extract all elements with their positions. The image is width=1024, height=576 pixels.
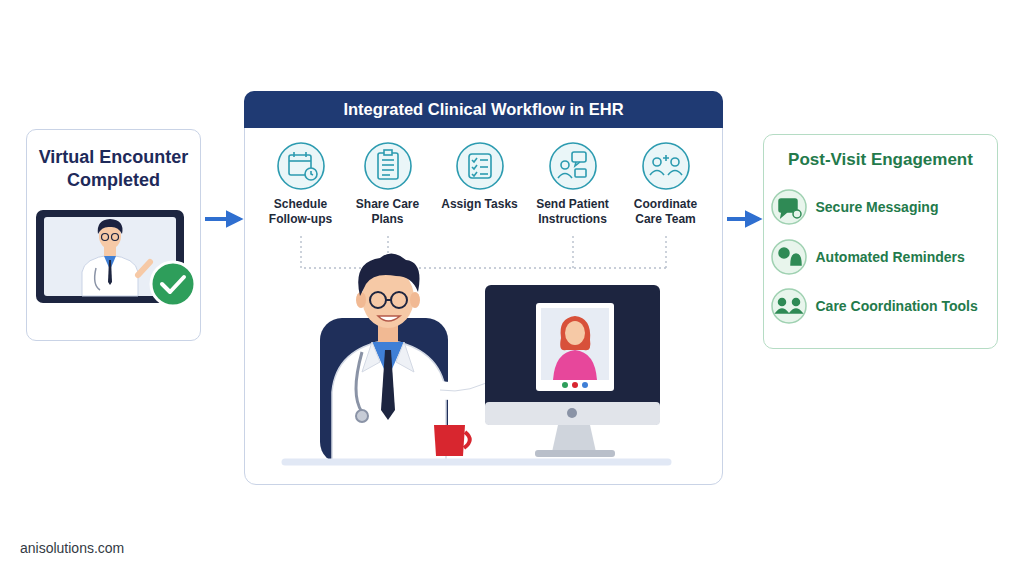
step-label: Care Coordination Tools — [770, 289, 992, 323]
engagement-item: Secure Messaging — [770, 190, 992, 224]
step-label: Share Care Plans — [342, 141, 434, 228]
workflow-step: Schedule Follow-ups — [255, 141, 347, 234]
start-box: Virtual Encounter Completed — [26, 129, 201, 341]
leader-lines — [301, 236, 666, 268]
box-heading: Integrated Clinical Workflow in EHR — [244, 91, 723, 128]
step-label: Schedule Follow-ups — [255, 141, 347, 228]
engagement-item: Automated Reminders — [770, 240, 992, 274]
check-badge — [151, 262, 195, 306]
engagement-item: Care Coordination Tools — [770, 289, 992, 323]
flow-arrow — [205, 217, 240, 221]
step-label: Coordinate Care Team — [620, 141, 712, 228]
workflow-step: Send Patient Instructions — [527, 141, 619, 234]
engagement-box: Post-Visit EngagementSecure MessagingAut… — [763, 134, 998, 349]
flow-arrow — [727, 217, 759, 221]
watermark: anisolutions.com — [20, 540, 124, 556]
step-label: Send Patient Instructions — [527, 141, 619, 228]
workflow-panel: Integrated Clinical Workflow in EHR Sched… — [244, 91, 723, 485]
step-label: Automated Reminders — [770, 240, 992, 274]
workflow-step: Share Care Plans — [342, 141, 434, 234]
step-label: Secure Messaging — [770, 190, 992, 224]
step-label: Assign Tasks — [434, 141, 526, 213]
engagement-icons — [772, 190, 806, 323]
workflow-step: Coordinate Care Team — [620, 141, 712, 234]
box-heading: Virtual Encounter Completed — [27, 130, 200, 193]
workflow-icons — [278, 143, 689, 189]
workflow-step: Assign Tasks — [434, 141, 526, 233]
box-heading: Post-Visit Engagement — [764, 135, 997, 171]
desk — [285, 459, 668, 466]
desktop-monitor — [485, 285, 660, 457]
